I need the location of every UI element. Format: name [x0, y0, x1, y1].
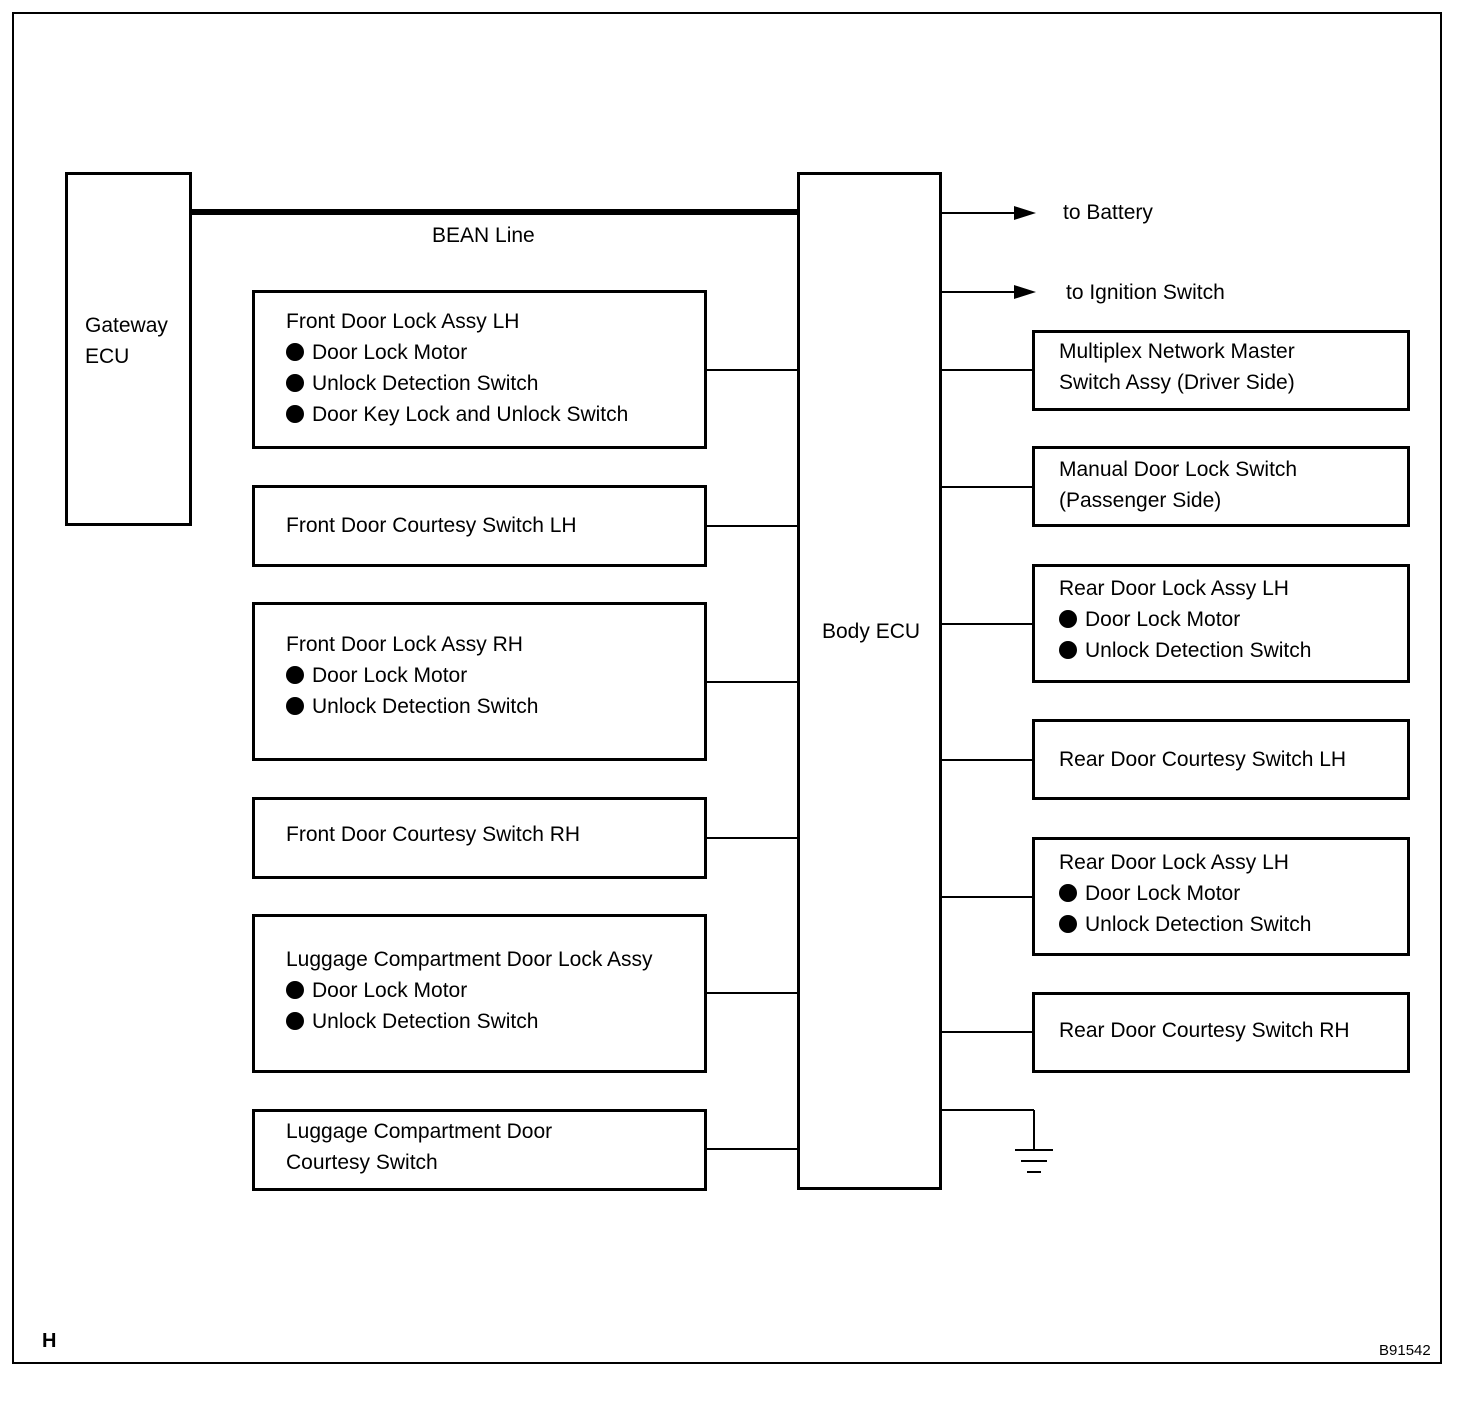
bullet-text: Unlock Detection Switch — [312, 695, 539, 718]
connector-line — [941, 486, 1034, 488]
bullet-item: Door Lock Motor — [286, 975, 653, 1006]
body-ecu-box — [797, 172, 942, 1190]
front-door-lock-assy-rh-box — [252, 602, 707, 761]
bullet-text: Door Key Lock and Unlock Switch — [312, 403, 629, 426]
connector-line — [941, 1031, 1034, 1033]
front-door-courtesy-switch-lh-box — [252, 485, 707, 567]
gateway-ecu-box — [65, 172, 192, 526]
battery-arrow-head — [1014, 206, 1036, 220]
bullet-dot — [1059, 641, 1077, 659]
bullet-item: Unlock Detection Switch — [286, 368, 628, 399]
diagram-frame — [12, 12, 1442, 1364]
rear-door-lock-assy-lh-2-text: Rear Door Lock Assy LH Door Lock Motor U… — [1059, 847, 1311, 940]
connector-line — [707, 1148, 798, 1150]
bullet-item: Door Lock Motor — [286, 337, 628, 368]
rear-door-courtesy-switch-rh-box — [1032, 992, 1410, 1073]
multiplex-network-master-switch-box — [1032, 330, 1410, 411]
bullet-dot — [286, 666, 304, 684]
gateway-ecu-label-line1: Gateway — [85, 314, 168, 337]
bullet-text: Unlock Detection Switch — [1085, 913, 1312, 936]
connector-line — [707, 525, 798, 527]
box-title: Luggage Compartment Door Lock Assy — [286, 948, 653, 971]
manual-door-lock-switch-box — [1032, 446, 1410, 527]
box-title: Front Door Courtesy Switch LH — [286, 514, 577, 537]
bullet-item: Unlock Detection Switch — [286, 691, 538, 722]
multiplex-network-master-switch-text: Multiplex Network Master Switch Assy (Dr… — [1059, 336, 1295, 398]
box-title: Front Door Lock Assy LH — [286, 310, 520, 333]
luggage-door-lock-assy-text: Luggage Compartment Door Lock Assy Door … — [286, 944, 653, 1037]
figure-code: B91542 — [1379, 1342, 1431, 1359]
connector-line — [941, 896, 1034, 898]
bullet-item: Door Key Lock and Unlock Switch — [286, 399, 628, 430]
luggage-door-lock-assy-box — [252, 914, 707, 1073]
bullet-text: Door Lock Motor — [1085, 608, 1241, 631]
manual-door-lock-switch-text: Manual Door Lock Switch (Passenger Side) — [1059, 454, 1297, 516]
bullet-dot — [286, 405, 304, 423]
luggage-door-courtesy-switch-text: Luggage Compartment Door Courtesy Switch — [286, 1116, 552, 1178]
box-title-line2: Switch Assy (Driver Side) — [1059, 371, 1295, 394]
box-title: Front Door Courtesy Switch RH — [286, 823, 581, 846]
bullet-dot — [286, 981, 304, 999]
box-title: Rear Door Lock Assy LH — [1059, 577, 1289, 600]
bullet-item: Unlock Detection Switch — [1059, 635, 1311, 666]
rear-door-lock-assy-lh-box — [1032, 564, 1410, 683]
box-title: Rear Door Courtesy Switch RH — [1059, 1019, 1350, 1042]
bullet-item: Door Lock Motor — [1059, 878, 1311, 909]
bullet-item: Door Lock Motor — [286, 660, 538, 691]
box-title: Multiplex Network Master — [1059, 340, 1295, 363]
box-title-line2: Courtesy Switch — [286, 1151, 438, 1174]
rear-door-lock-assy-lh-text: Rear Door Lock Assy LH Door Lock Motor U… — [1059, 573, 1311, 666]
box-title-line2: (Passenger Side) — [1059, 489, 1222, 512]
bean-line-label: BEAN Line — [432, 224, 535, 247]
connector-line — [941, 623, 1034, 625]
luggage-door-courtesy-switch-box — [252, 1109, 707, 1191]
front-door-lock-assy-rh-text: Front Door Lock Assy RH Door Lock Motor … — [286, 629, 538, 722]
bullet-text: Unlock Detection Switch — [312, 372, 539, 395]
front-door-lock-assy-lh-text: Front Door Lock Assy LH Door Lock Motor … — [286, 306, 628, 430]
connector-line — [941, 759, 1034, 761]
bullet-text: Door Lock Motor — [312, 664, 468, 687]
box-title: Manual Door Lock Switch — [1059, 458, 1298, 481]
bullet-dot — [1059, 884, 1077, 902]
bullet-dot — [286, 343, 304, 361]
bullet-dot — [286, 697, 304, 715]
box-title: Front Door Lock Assy RH — [286, 633, 523, 656]
bullet-text: Unlock Detection Switch — [1085, 639, 1312, 662]
connector-line — [941, 369, 1034, 371]
bullet-item: Door Lock Motor — [1059, 604, 1311, 635]
box-title: Rear Door Lock Assy LH — [1059, 851, 1289, 874]
bullet-dot — [1059, 915, 1077, 933]
front-door-lock-assy-lh-box — [252, 290, 707, 449]
connector-line — [707, 837, 798, 839]
box-title: Rear Door Courtesy Switch LH — [1059, 748, 1347, 771]
connector-line — [707, 681, 798, 683]
bean-line — [191, 209, 799, 215]
bullet-item: Unlock Detection Switch — [286, 1006, 653, 1037]
body-ecu-label: Body ECU — [822, 620, 921, 643]
to-battery-label: to Battery — [1063, 201, 1153, 224]
corner-letter: H — [42, 1330, 57, 1352]
front-door-courtesy-switch-rh-box — [252, 797, 707, 879]
bullet-text: Door Lock Motor — [1085, 882, 1241, 905]
connector-line — [707, 369, 798, 371]
bullet-text: Door Lock Motor — [312, 979, 468, 1002]
rear-door-lock-assy-lh-2-box — [1032, 837, 1410, 956]
bullet-item: Unlock Detection Switch — [1059, 909, 1311, 940]
box-title: Luggage Compartment Door — [286, 1120, 553, 1143]
connector-line — [707, 992, 798, 994]
bullet-dot — [286, 374, 304, 392]
bullet-text: Unlock Detection Switch — [312, 1010, 539, 1033]
to-ignition-switch-label: to Ignition Switch — [1066, 281, 1225, 304]
bullet-dot — [1059, 610, 1077, 628]
bullet-dot — [286, 1012, 304, 1030]
bullet-text: Door Lock Motor — [312, 341, 468, 364]
ignition-arrow-head — [1014, 285, 1036, 299]
rear-door-courtesy-switch-lh-box — [1032, 719, 1410, 800]
gateway-ecu-label-line2: ECU — [85, 345, 130, 368]
